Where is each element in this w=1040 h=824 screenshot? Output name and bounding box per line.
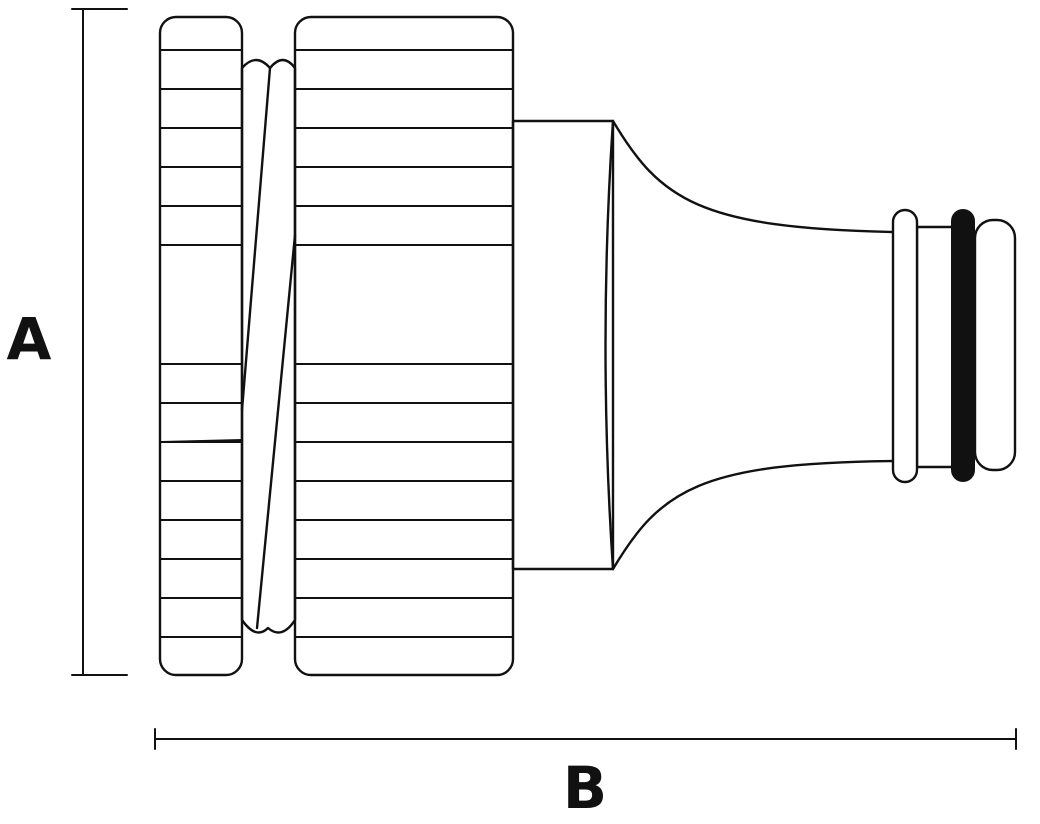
dimension-b: B xyxy=(154,728,1017,822)
collar-body xyxy=(511,119,615,571)
dimension-b-label: B xyxy=(563,754,607,822)
left-nut-body xyxy=(158,15,244,677)
thread-notch xyxy=(161,439,243,443)
left-knurled-nut xyxy=(158,15,244,677)
right-nut-body xyxy=(293,15,515,677)
thread-helix-right xyxy=(255,233,297,630)
dimension-a: A xyxy=(7,8,128,676)
tapered-neck xyxy=(611,119,895,571)
thread-outline xyxy=(240,58,297,634)
thread-helix-left xyxy=(240,66,272,412)
nozzle-core xyxy=(915,225,955,469)
o-ring-seal xyxy=(951,209,975,482)
collar-front-edge xyxy=(604,119,615,571)
nozzle-back-ring xyxy=(973,218,1017,472)
nozzle-front-ring xyxy=(891,208,919,484)
right-knurled-nut xyxy=(293,15,515,677)
neck-top-curve xyxy=(611,119,895,234)
dimension-a-label: A xyxy=(7,305,52,373)
left-nut-ridges xyxy=(159,49,243,638)
nozzle-end xyxy=(891,208,1017,484)
right-nut-ridges xyxy=(294,49,514,638)
collar xyxy=(511,119,615,571)
thread-section xyxy=(161,58,297,634)
neck-bottom-curve xyxy=(611,459,895,571)
